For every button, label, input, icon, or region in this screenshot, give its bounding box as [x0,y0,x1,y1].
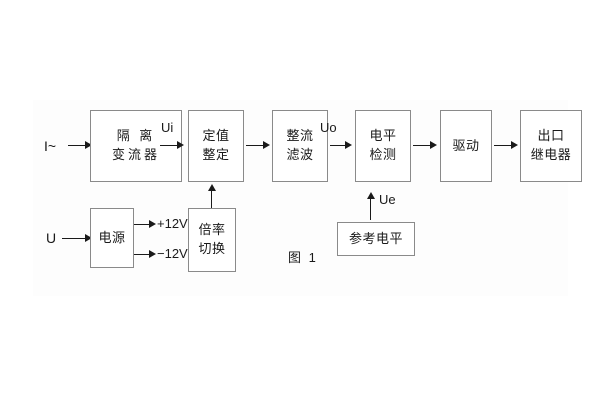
neg12v-line [134,254,152,255]
current-input-arrowhead [85,141,92,149]
block-isolation-transformer-line-2: 变流器 [111,147,160,162]
ui-connector-line [160,145,180,146]
block-output-relay-line-1: 出口 [537,128,565,144]
pos12v-line [134,224,152,225]
voltage-input-label: U [46,230,57,246]
level-to-driver-line [413,145,433,146]
signal-neg12v-label: −12V [157,246,188,261]
driver-to-relay-line [494,145,514,146]
block-rectifier-filter-line-2: 滤波 [286,147,314,162]
block-isolation-transformer[interactable]: 隔 离 变流器 [90,110,182,182]
neg12v-arrowhead [149,250,156,258]
block-ratio-switching-line-2: 切换 [198,241,226,256]
block-ratio-switching-line-1: 倍率 [198,222,226,238]
block-output-relay[interactable]: 出口 继电器 [520,110,582,182]
ue-connector-line [370,198,371,220]
signal-ui-label: Ui [161,120,174,135]
block-driver-line-1: 驱动 [452,137,480,153]
figure-caption: 图 1 [288,250,318,265]
block-level-detection-line-2: 检测 [369,147,397,162]
block-setting-adjustment-line-1: 定值 [202,128,230,144]
block-power-supply[interactable]: 电源 [90,208,134,268]
block-reference-level[interactable]: 参考电平 [337,222,415,256]
block-level-detection[interactable]: 电平 检测 [355,110,411,182]
current-input-line [68,145,88,146]
level-to-driver-arrowhead [430,141,437,149]
ratio-to-setting-line [211,190,212,208]
block-isolation-transformer-line-1: 隔 离 [116,128,156,144]
current-input-label: I~ [44,138,57,154]
voltage-input-line [62,238,88,239]
setting-to-rectifier-line [246,145,266,146]
voltage-input-arrowhead [85,234,92,242]
driver-to-relay-arrowhead [511,141,518,149]
ui-connector-arrowhead [177,141,184,149]
block-setting-adjustment[interactable]: 定值 整定 [188,110,244,182]
block-driver[interactable]: 驱动 [440,110,492,182]
signal-pos12v-label: +12V [157,216,188,231]
signal-ue-label: Ue [379,192,396,207]
block-ratio-switching[interactable]: 倍率 切换 [188,208,236,272]
block-output-relay-line-2: 继电器 [530,147,572,162]
ue-connector-arrowhead [367,192,375,199]
block-setting-adjustment-line-2: 整定 [202,147,230,162]
signal-uo-label: Uo [320,120,337,135]
pos12v-arrowhead [149,220,156,228]
uo-connector-line [330,145,348,146]
block-rectifier-filter-line-1: 整流 [286,128,314,144]
block-rectifier-filter[interactable]: 整流 滤波 [272,110,328,182]
block-power-supply-line-1: 电源 [98,229,126,245]
ratio-to-setting-arrowhead [208,184,216,191]
uo-connector-arrowhead [345,141,352,149]
setting-to-rectifier-arrowhead [263,141,270,149]
block-level-detection-line-1: 电平 [369,128,397,144]
block-reference-level-line-1: 参考电平 [348,230,403,246]
